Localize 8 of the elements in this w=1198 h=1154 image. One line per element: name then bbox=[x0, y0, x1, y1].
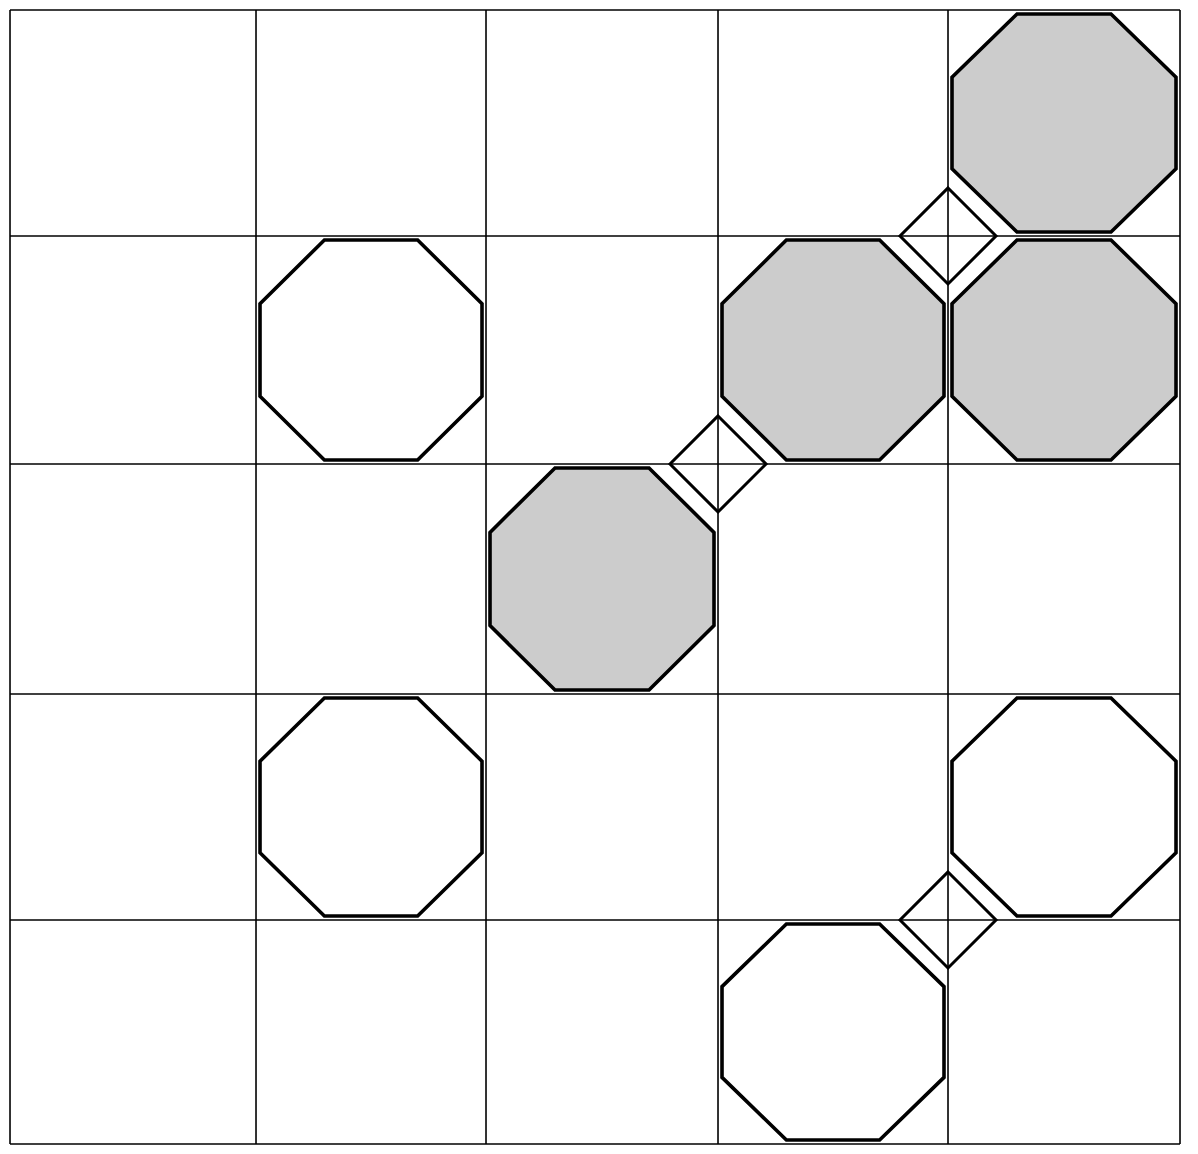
octagon bbox=[258, 238, 484, 462]
octagon bbox=[258, 696, 484, 918]
shaded-octagon bbox=[488, 466, 716, 692]
octagon bbox=[950, 696, 1178, 918]
octagon bbox=[720, 922, 946, 1142]
shaded-octagon bbox=[950, 12, 1178, 234]
shaded-octagon bbox=[950, 238, 1178, 462]
shaded-octagon bbox=[720, 238, 946, 462]
